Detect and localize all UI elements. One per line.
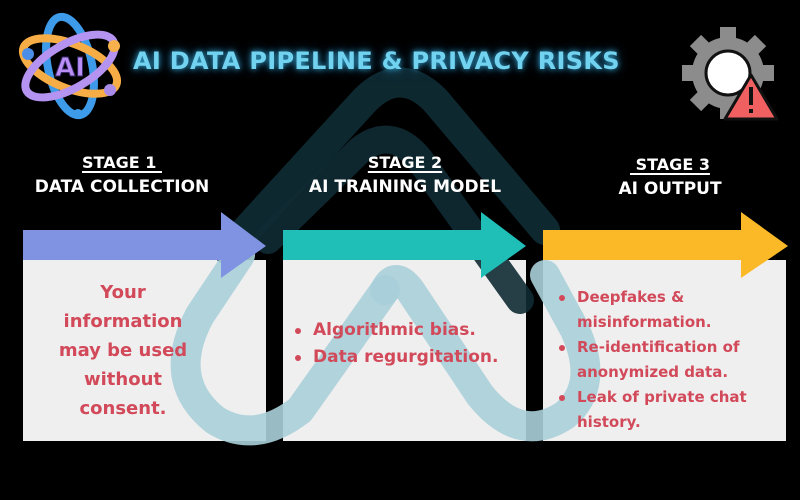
- risk-item: Deepfakes & misinformation.: [559, 285, 777, 335]
- ai-atom-icon: AI: [18, 12, 122, 120]
- stage-2-number: STAGE 2: [367, 153, 443, 172]
- warning-icon: [723, 73, 779, 121]
- description-line: consent.: [79, 398, 167, 419]
- risk-item: Algorithmic bias.: [294, 317, 498, 344]
- stage-1-description: Your information may be used without con…: [23, 278, 223, 423]
- stage-3-arrow: [543, 212, 788, 278]
- stage-3-name: AI OUTPUT: [618, 179, 722, 199]
- description-line: may be used: [58, 340, 188, 361]
- stage-3-risk-list: Deepfakes & misinformation. Re-identific…: [559, 285, 777, 435]
- stage-3-content: Deepfakes & misinformation. Re-identific…: [543, 260, 786, 441]
- ai-atom-logo: AI: [14, 10, 126, 120]
- risk-item: Data regurgitation.: [294, 344, 498, 371]
- svg-text:AI: AI: [55, 53, 85, 83]
- stage-1-name: DATA COLLECTION: [34, 177, 210, 197]
- page-title: AI DATA PIPELINE & PRIVACY RISKS: [133, 47, 620, 75]
- stage-2-content: Algorithmic bias. Data regurgitation.: [283, 260, 526, 441]
- description-line: without: [83, 369, 162, 390]
- stage-1-arrow: [23, 212, 266, 278]
- description-line: Your: [100, 282, 146, 303]
- stage-1-number: STAGE 1: [82, 153, 162, 172]
- stage-2-name: AI TRAINING MODEL: [308, 177, 502, 197]
- risk-item: Re-identification of anonymized data.: [559, 335, 777, 385]
- stage-1-header: STAGE 1 DATA COLLECTION: [22, 152, 222, 200]
- description-line: information: [63, 311, 183, 332]
- stage-1-content: Your information may be used without con…: [23, 260, 223, 441]
- gear-warning-icon: [682, 27, 782, 122]
- stage-3-number: STAGE 3: [630, 155, 710, 174]
- stage-3-header: STAGE 3 AI OUTPUT: [565, 154, 775, 202]
- stage-2-risk-list: Algorithmic bias. Data regurgitation.: [294, 317, 498, 371]
- risk-item: Leak of private chat history.: [559, 385, 777, 435]
- stage-2-header: STAGE 2 AI TRAINING MODEL: [290, 152, 520, 200]
